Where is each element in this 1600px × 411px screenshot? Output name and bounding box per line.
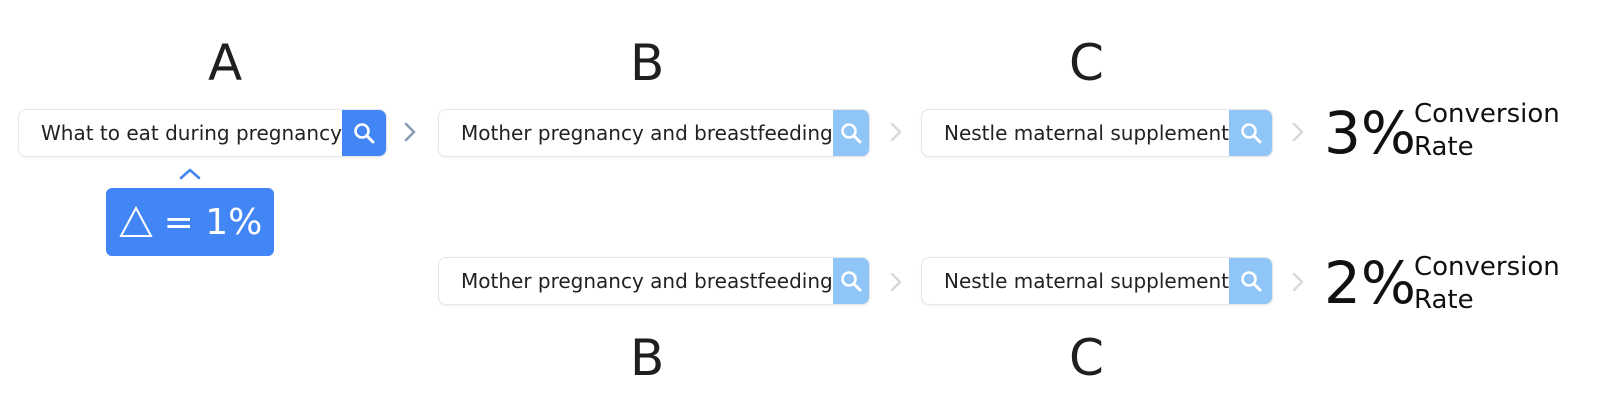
search-query-text: Nestle maternal supplement [944, 121, 1229, 145]
search-query-text: Mother pregnancy and breastfeeding [461, 269, 833, 293]
search-bar-a[interactable]: What to eat during pregnancy [18, 109, 387, 157]
chevron-right-icon [890, 272, 902, 292]
column-label-c-top: C [1069, 34, 1104, 92]
search-bar-b-bottom[interactable]: Mother pregnancy and breastfeeding [438, 257, 870, 305]
delta-text: = 1% [163, 201, 263, 243]
search-query-text: Mother pregnancy and breastfeeding [461, 121, 833, 145]
chevron-right-icon [1292, 272, 1304, 292]
chevron-up-icon [179, 168, 201, 180]
search-icon [841, 271, 862, 292]
chevron-right-icon [1292, 122, 1304, 142]
search-icon [841, 123, 862, 144]
search-icon [1240, 123, 1261, 144]
search-bar-c-bottom[interactable]: Nestle maternal supplement [921, 257, 1273, 305]
conversion-rate-label-top-1: Conversion [1414, 99, 1560, 129]
search-button[interactable] [341, 110, 386, 156]
search-icon [1240, 271, 1261, 292]
search-button[interactable] [832, 258, 869, 304]
conversion-rate-label-bottom-1: Conversion [1414, 252, 1560, 282]
column-label-a: A [208, 34, 243, 92]
conversion-rate-label-top-2: Rate [1414, 132, 1474, 162]
triangle-delta-icon [118, 205, 153, 237]
delta-badge: = 1% [106, 188, 274, 256]
column-label-c-bottom: C [1069, 329, 1104, 387]
column-label-b-top: B [630, 34, 665, 92]
conversion-rate-label-bottom-2: Rate [1414, 285, 1474, 315]
chevron-right-icon [890, 122, 902, 142]
search-bar-b-top[interactable]: Mother pregnancy and breastfeeding [438, 109, 870, 157]
search-query-text: Nestle maternal supplement [944, 269, 1229, 293]
column-label-b-bottom: B [630, 329, 665, 387]
conversion-rate-value-bottom: 2% [1324, 249, 1417, 317]
search-query-text: What to eat during pregnancy [41, 121, 342, 145]
search-button[interactable] [832, 110, 869, 156]
search-button[interactable] [1229, 258, 1272, 304]
conversion-rate-value-top: 3% [1324, 99, 1417, 167]
search-button[interactable] [1229, 110, 1272, 156]
chevron-right-icon [404, 122, 416, 142]
search-bar-c-top[interactable]: Nestle maternal supplement [921, 109, 1273, 157]
search-icon [354, 123, 375, 144]
